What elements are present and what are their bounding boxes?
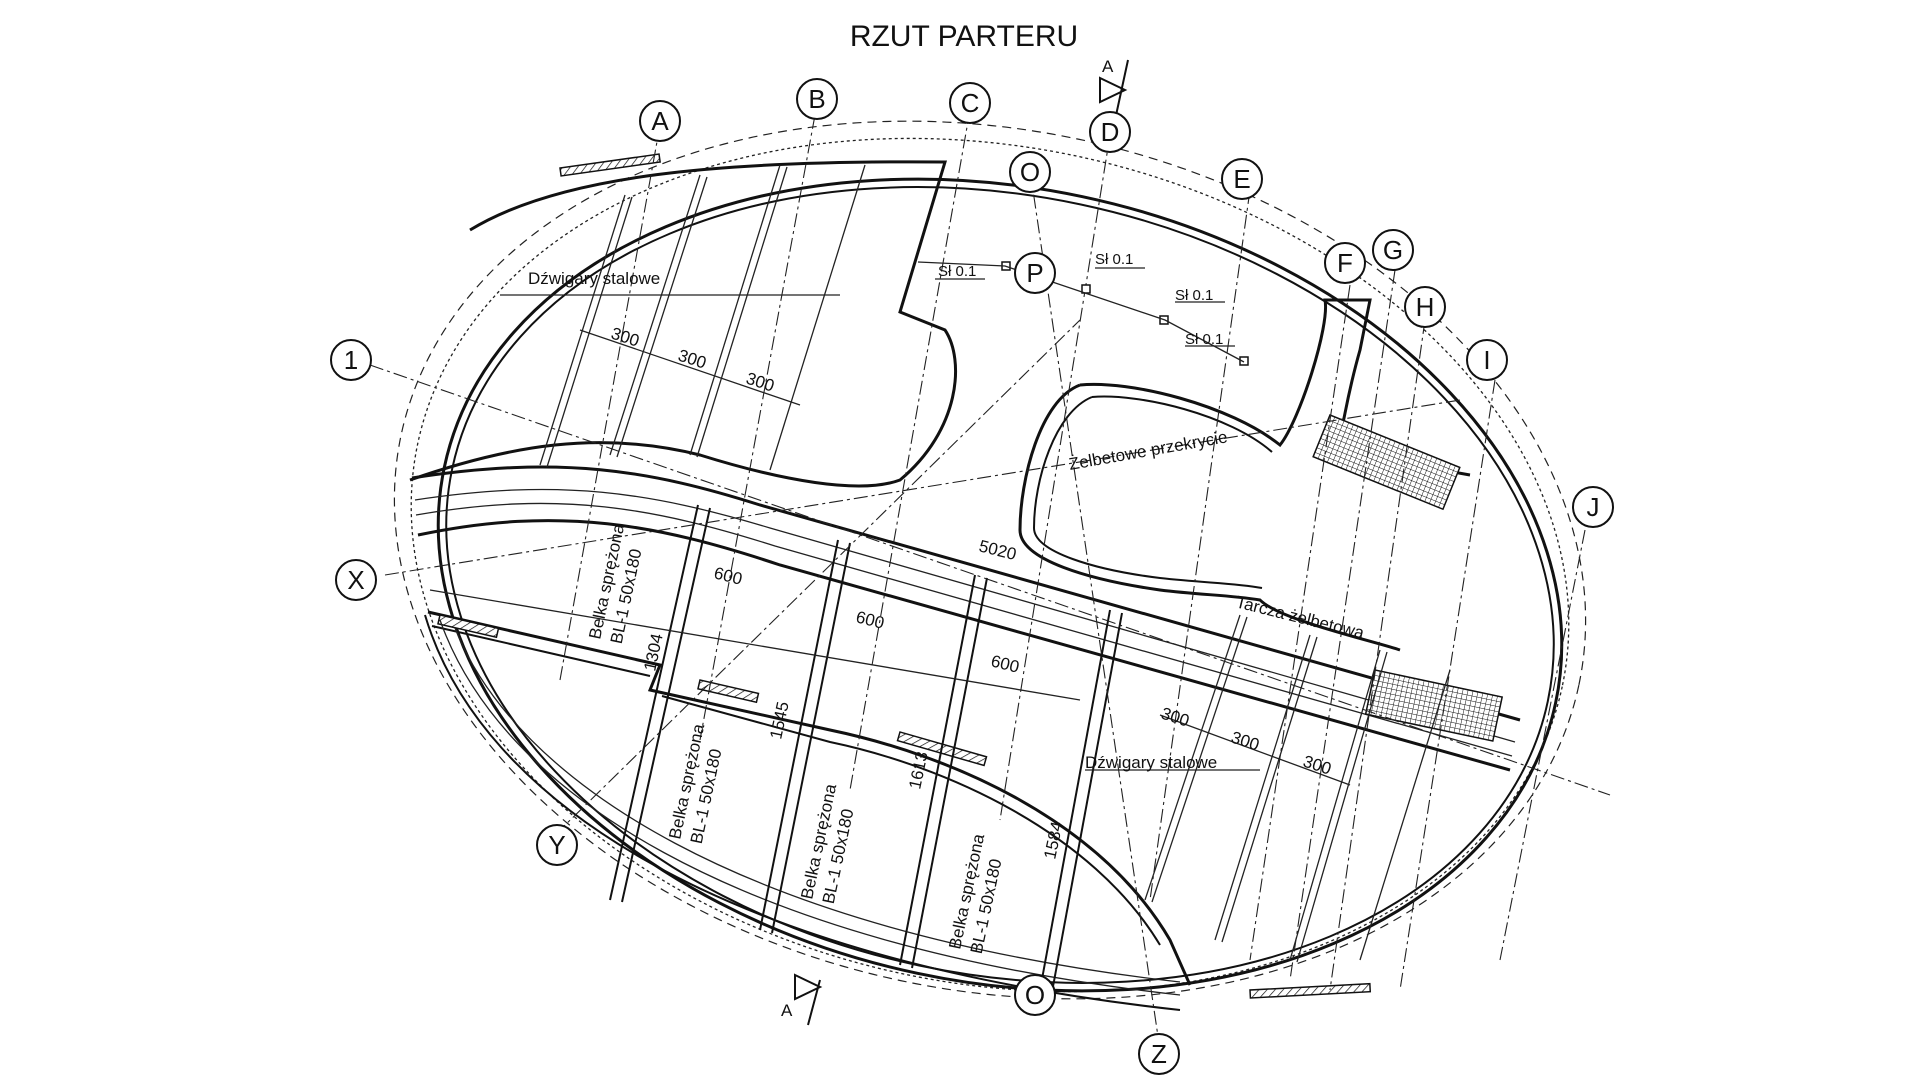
svg-text:H: H — [1416, 292, 1435, 322]
svg-text:F: F — [1337, 248, 1353, 278]
lower-left-wall-inner — [431, 625, 1161, 946]
svg-text:P: P — [1026, 258, 1043, 288]
svg-text:1: 1 — [344, 345, 358, 375]
dim-5020: 5020 — [977, 536, 1018, 564]
axis-bubble-o-top: O — [1009, 151, 1051, 193]
axis-bubble-a: A — [639, 100, 681, 142]
ellipse-hatch-1 — [1249, 982, 1372, 999]
svg-text:X: X — [347, 565, 364, 595]
axis-lines — [369, 109, 1611, 1051]
steel-girders-lower — [1144, 614, 1451, 963]
svg-text:I: I — [1483, 345, 1490, 375]
lower-arc-strip — [424, 614, 1181, 1011]
label-zelbetowe-przekrycie: Żelbetowe przekrycie — [1067, 427, 1228, 474]
axis-bubble-h: H — [1404, 286, 1446, 328]
column-4 — [1239, 356, 1249, 366]
lower-left-wall — [427, 610, 1192, 986]
svg-text:A: A — [651, 106, 669, 136]
dim-300-d: 300 — [1159, 704, 1192, 731]
dim-300-f: 300 — [1301, 752, 1334, 779]
lower-arc-strip-3 — [454, 627, 1181, 983]
dim-600-a: 600 — [712, 563, 744, 588]
wall-hatch-1 — [697, 679, 760, 704]
corridor-band — [411, 465, 1521, 772]
lower-arc-strip-2 — [439, 619, 1181, 996]
axis-bubble-1: 1 — [330, 339, 372, 381]
section-marker-top: A — [1099, 57, 1129, 121]
axis-bubble-e: E — [1221, 158, 1263, 200]
prestressed-beams — [609, 504, 1123, 993]
column-markers — [917, 261, 1249, 366]
drawing-title: RZUT PARTERU — [850, 20, 1078, 53]
belka-label-4: Belka sprężona BL-1 50x180 — [945, 832, 1005, 956]
dim-600-c: 600 — [989, 651, 1021, 676]
elliptical-outer-wall — [436, 177, 1564, 993]
label-dzwigary-lower: Dźwigary stalowe — [1085, 753, 1217, 772]
axis-bubble-o-bottom: O — [1014, 974, 1056, 1016]
dim-300-c: 300 — [744, 369, 777, 396]
svg-text:C: C — [961, 88, 980, 118]
axis-bubble-g: G — [1372, 229, 1414, 271]
svg-text:D: D — [1101, 117, 1120, 147]
ellipse-hatch-2 — [559, 153, 661, 177]
belka-label-3: Belka sprężona BL-1 50x180 — [797, 782, 857, 906]
axis-bubble-y: Y — [536, 824, 578, 866]
svg-text:Y: Y — [548, 830, 565, 860]
label-slup-1: Sł 0.1 — [938, 263, 976, 280]
stairs-lower — [1364, 669, 1504, 742]
svg-text:G: G — [1383, 235, 1403, 265]
axis-bubble-f: F — [1324, 242, 1366, 284]
steel-girders-upper — [539, 164, 866, 471]
label-dzwigary-upper: Dźwigary stalowe — [528, 269, 660, 288]
axis-bubble-d: D — [1089, 111, 1131, 153]
central-room-wall — [1018, 298, 1471, 652]
wall-hatch-3 — [437, 614, 500, 639]
axis-bubble-b: B — [796, 78, 838, 120]
dim-1584: 1584 — [1040, 820, 1066, 861]
section-marker-bottom: A — [781, 973, 823, 1026]
svg-text:O: O — [1020, 157, 1040, 187]
dim-300-e: 300 — [1229, 728, 1262, 755]
svg-text:J: J — [1587, 492, 1600, 522]
svg-text:B: B — [808, 84, 825, 114]
outer-outline — [393, 120, 1587, 1000]
stairs-upper — [1312, 414, 1461, 511]
axis-bubble-p: P — [1014, 252, 1056, 294]
svg-text:A: A — [1102, 57, 1114, 76]
label-slup-3: Sł 0.1 — [1175, 287, 1213, 304]
svg-text:O: O — [1025, 980, 1045, 1010]
svg-text:A: A — [781, 1001, 793, 1020]
axis-bubble-i: I — [1466, 339, 1508, 381]
axis-bubble-j: J — [1572, 486, 1614, 528]
belka-label-2: Belka sprężona BL-1 50x180 — [665, 722, 725, 846]
svg-text:E: E — [1233, 164, 1250, 194]
axis-bubble-z: Z — [1138, 1033, 1180, 1075]
central-room-inner — [1032, 395, 1273, 589]
label-slup-2: Sł 0.1 — [1095, 251, 1133, 268]
axis-bubble-c: C — [949, 82, 991, 124]
upper-left-room-wall — [409, 160, 957, 488]
dim-1613: 1613 — [905, 750, 931, 791]
dimension-lines — [429, 294, 1351, 786]
svg-text:Z: Z — [1151, 1039, 1167, 1069]
dim-300-a: 300 — [609, 324, 642, 351]
dim-1545: 1545 — [766, 700, 792, 741]
axis-bubble-x: X — [335, 559, 377, 601]
dim-300-b: 300 — [676, 346, 709, 373]
label-slup-4: Sł 0.1 — [1185, 331, 1223, 348]
